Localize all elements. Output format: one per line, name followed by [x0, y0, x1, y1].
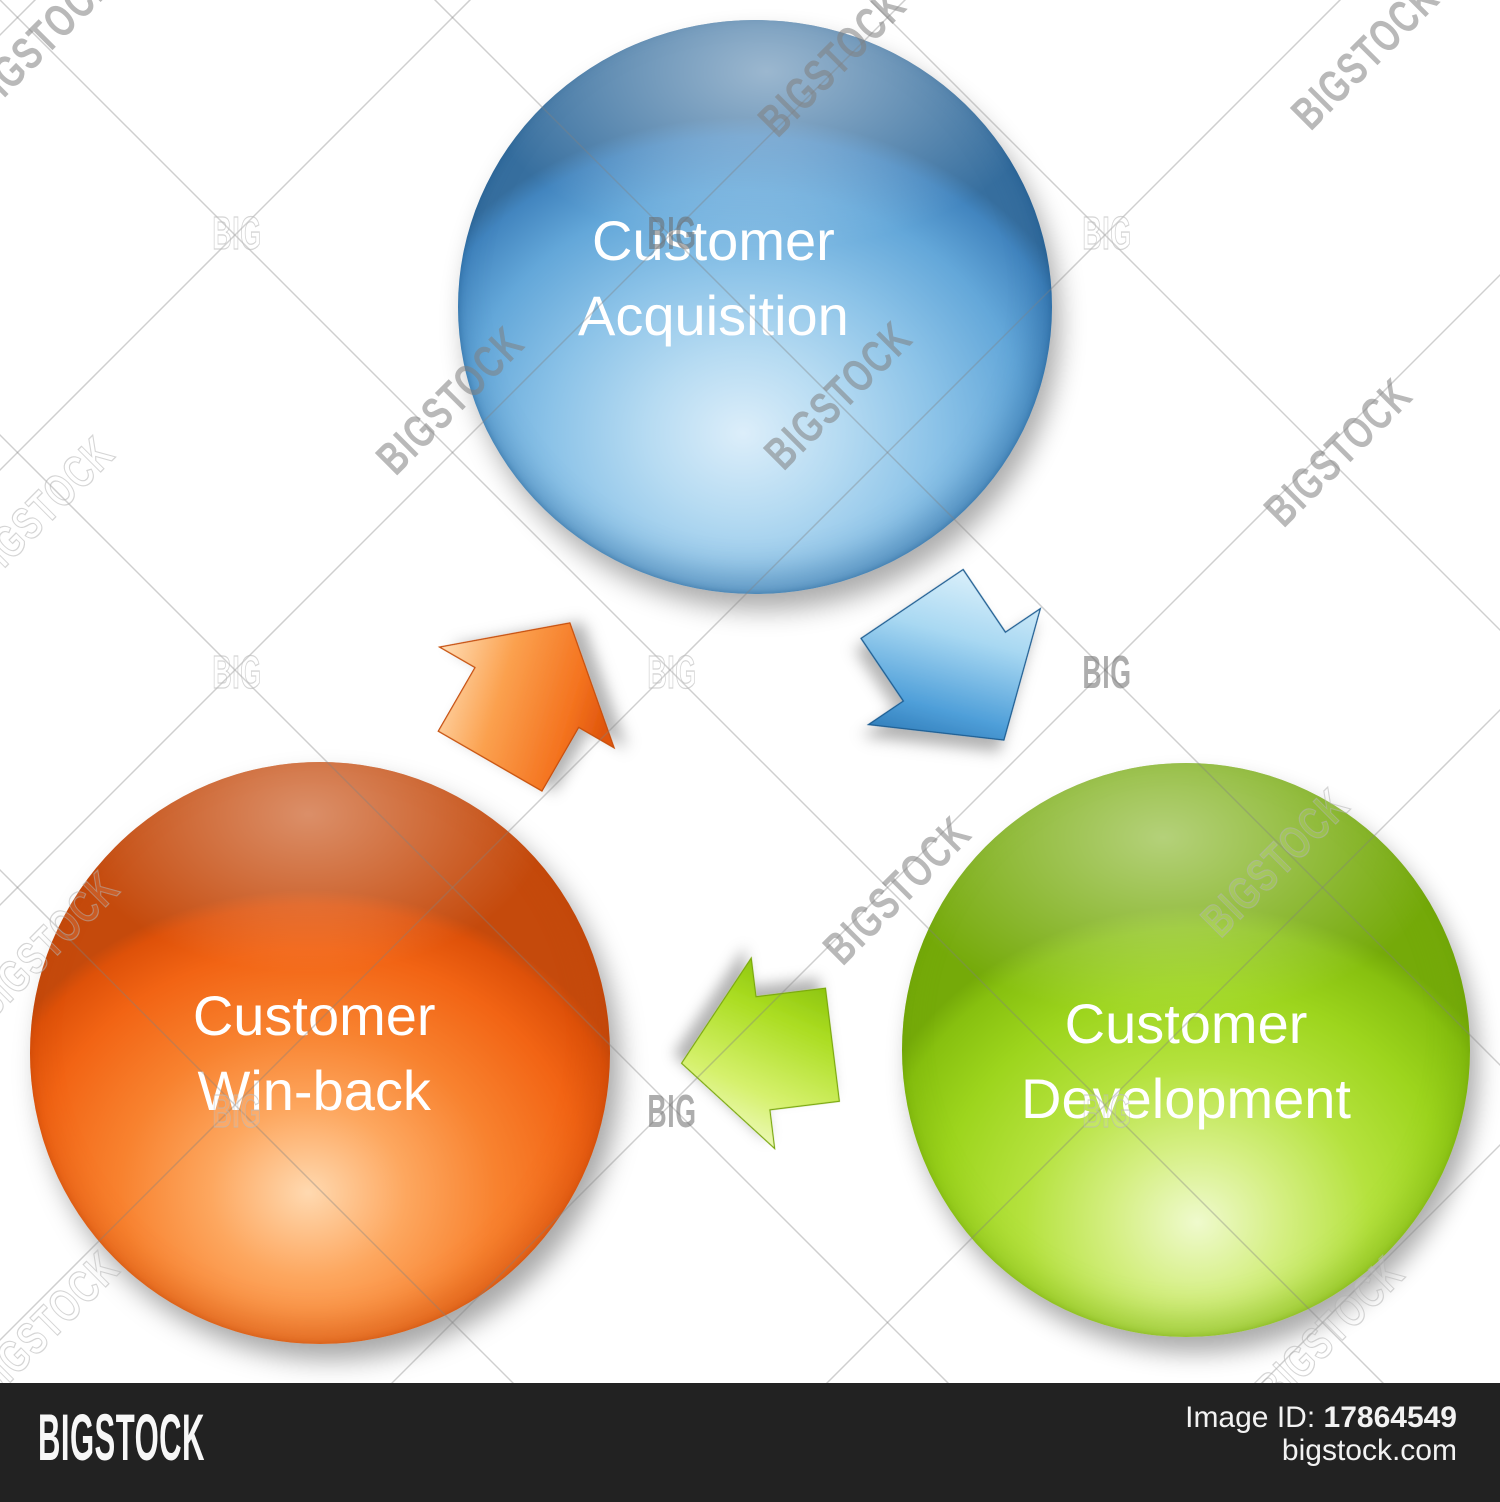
arrow-acquisition-to-development: [860, 568, 1042, 741]
image-id-value: 17864549: [1323, 1401, 1457, 1434]
website-text: bigstock.com: [1281, 1434, 1457, 1467]
bigstock-logo: BIGSTOCK: [38, 1400, 205, 1474]
arrow-development-to-win-back: [680, 956, 841, 1151]
node-label-development: Customer Development: [1021, 986, 1351, 1136]
footer-image-info: Image ID: 17864549 bigstock.com: [1185, 1401, 1457, 1467]
node-label-line1: Customer: [592, 209, 835, 273]
node-label-line2: Acquisition: [578, 284, 849, 348]
node-label-line2: Development: [1021, 1067, 1351, 1131]
arrow-win-back-to-acquisition: [437, 622, 616, 792]
image-id-label: Image ID:: [1185, 1401, 1316, 1434]
image-id-line: Image ID: 17864549: [1185, 1401, 1457, 1434]
node-label-acquisition: Customer Acquisition: [578, 203, 849, 353]
footer-bar: BIGSTOCK Image ID: 17864549 bigstock.com: [0, 1383, 1500, 1502]
node-label-line1: Customer: [192, 984, 436, 1047]
node-label-line2: Win-back: [197, 1059, 431, 1122]
node-label-win-back: Customer Win-back: [193, 978, 436, 1128]
node-label-line1: Customer: [1021, 986, 1351, 1061]
